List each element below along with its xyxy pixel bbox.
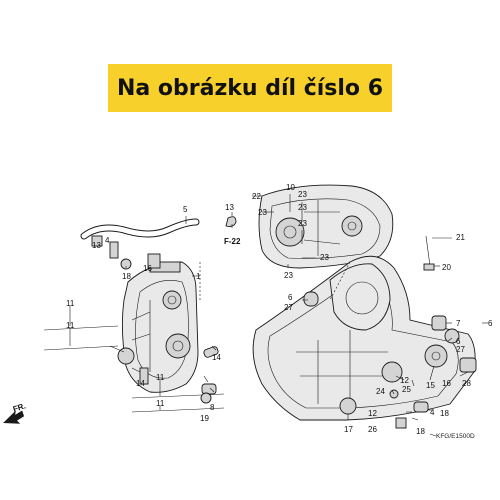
clip-part-13	[91, 235, 103, 247]
label-19: 19	[200, 414, 209, 423]
label-f22: F-22	[224, 237, 241, 246]
label-6-mid: 6	[456, 337, 461, 346]
label-11-a: 11	[66, 299, 75, 308]
label-7: 7	[456, 319, 461, 328]
label-27-left: 27	[284, 303, 293, 312]
breather-hose	[80, 218, 200, 270]
small-parts	[109, 216, 477, 429]
label-1: 1	[196, 272, 201, 281]
label-10: 10	[286, 183, 295, 192]
label-16: 16	[143, 264, 152, 273]
left-crankcase	[121, 261, 199, 393]
label-6-left: 6	[288, 293, 293, 302]
fr-label: FR.	[12, 401, 27, 414]
leader-lines	[69, 194, 488, 437]
right-crankcase	[252, 255, 476, 421]
label-11-c: 11	[156, 373, 165, 382]
label-26: 26	[368, 425, 377, 434]
label-18-bottom: 18	[416, 427, 425, 436]
washer-part-18	[120, 258, 132, 270]
label-15: 15	[426, 381, 435, 390]
label-23-e: 23	[320, 253, 329, 262]
label-14-b: 14	[136, 379, 145, 388]
label-27-right: 27	[456, 345, 465, 354]
diagram-code: KFG/E1500D	[436, 433, 475, 440]
label-21: 21	[456, 233, 465, 242]
label-18-right: 18	[440, 409, 449, 418]
label-6-right: 6	[488, 319, 493, 328]
label-16-right: 16	[442, 379, 451, 388]
label-13-left: 13	[92, 241, 101, 250]
label-4-left: 4	[105, 236, 110, 245]
label-11-b: 11	[66, 321, 75, 330]
alignment-dashes	[199, 261, 351, 301]
label-23-d: 23	[298, 219, 307, 228]
label-24: 24	[376, 387, 385, 396]
label-11-d: 11	[156, 399, 165, 408]
label-23-c: 23	[298, 203, 307, 212]
label-23-f: 23	[284, 271, 293, 280]
label-20: 20	[442, 263, 451, 272]
label-17: 17	[344, 425, 353, 434]
part-labels: 5 13 F-22 22 23 10 23 23 23 23 23 21 20 …	[66, 183, 493, 436]
label-18-left: 18	[122, 272, 131, 281]
transmission-cover	[258, 184, 394, 269]
label-8: 8	[210, 403, 215, 412]
label-25: 25	[402, 385, 411, 394]
label-23-b: 23	[298, 190, 307, 199]
label-5: 5	[183, 205, 188, 214]
banner-title: Na obrázku díl číslo 6	[116, 75, 384, 101]
label-12-top: 12	[400, 376, 409, 385]
front-direction-arrow: FR.	[3, 401, 27, 424]
bolt-part-4	[109, 241, 119, 259]
dowel-part-16	[147, 253, 161, 269]
label-22: 22	[252, 192, 261, 201]
label-4-right: 4	[430, 408, 435, 417]
label-14-a: 14	[212, 353, 221, 362]
title-banner: Na obrázku díl číslo 6	[108, 64, 392, 112]
label-23-a: 23	[258, 208, 267, 217]
label-13-top: 13	[225, 203, 234, 212]
label-28: 28	[462, 379, 471, 388]
label-12-bottom: 12	[368, 409, 377, 418]
